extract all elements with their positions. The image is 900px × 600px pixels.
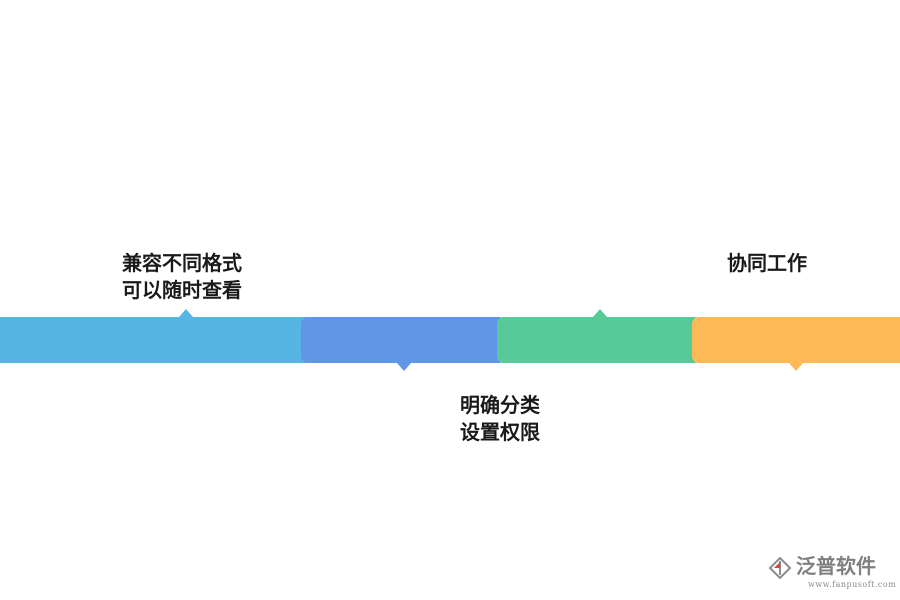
timeline-segment-3 bbox=[497, 317, 701, 363]
step-4-label: 协同工作 bbox=[692, 250, 842, 277]
timeline-segment-4 bbox=[692, 317, 900, 363]
step-2-label-line-1: 明确分类 bbox=[460, 393, 540, 417]
step-1-label-line-1: 兼容不同格式 bbox=[122, 251, 242, 275]
timeline-segment-2 bbox=[301, 317, 506, 363]
logo-brand-name: 泛普软件 bbox=[796, 554, 876, 578]
logo-website-url: www.fanpusoft.com bbox=[808, 580, 897, 589]
step-1-label: 兼容不同格式 可以随时查看 bbox=[100, 250, 264, 304]
brand-watermark: 泛普软件 www.fanpusoft.com bbox=[768, 552, 897, 592]
timeline-pointer-4 bbox=[789, 363, 803, 371]
fanpu-logo-icon bbox=[768, 556, 792, 580]
step-2-label: 明确分类 设置权限 bbox=[418, 392, 582, 446]
timeline-segment-1 bbox=[0, 317, 310, 363]
timeline-pointer-3 bbox=[593, 309, 607, 317]
step-2-label-line-2: 设置权限 bbox=[460, 420, 540, 444]
step-1-label-line-2: 可以随时查看 bbox=[122, 278, 242, 302]
logo-accent-mark bbox=[774, 562, 780, 568]
timeline-pointer-2 bbox=[397, 363, 411, 371]
step-4-label-line-1: 协同工作 bbox=[727, 251, 807, 275]
timeline-pointer-1 bbox=[179, 309, 193, 317]
